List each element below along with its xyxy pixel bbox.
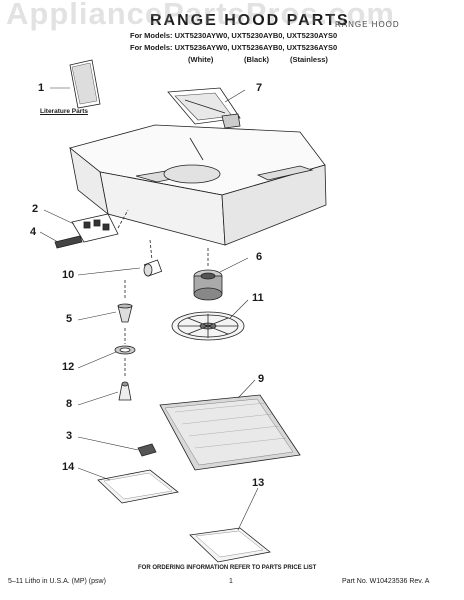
- callout-1: 1: [38, 82, 45, 94]
- damper-bracket: [167, 87, 241, 161]
- filter-clip: [137, 443, 157, 457]
- light-socket: [143, 239, 163, 277]
- variant-white: (White): [188, 55, 214, 64]
- hood-body: [69, 124, 327, 246]
- callout-8: 8: [66, 398, 73, 410]
- ring: [114, 328, 136, 355]
- callout-12: 12: [62, 361, 75, 373]
- ordering-note: FOR ORDERING INFORMATION REFER TO PARTS …: [138, 565, 317, 571]
- bulb: [118, 358, 132, 401]
- blower-motor: [193, 248, 223, 301]
- footer-litho: 5–11 Litho in U.S.A. (MP) (psw): [8, 578, 106, 585]
- models-line-1: For Models: UXT5230AYW0, UXT5230AYB0, UX…: [130, 31, 338, 40]
- callout-3: 3: [66, 430, 73, 442]
- literature-parts-label: Literature Parts: [40, 108, 89, 115]
- section-label: RANGE HOOD: [335, 20, 400, 29]
- callout-13: 13: [252, 477, 265, 489]
- page-title: RANGE HOOD PARTS: [150, 12, 350, 29]
- callout-11: 11: [252, 292, 264, 304]
- callout-7: 7: [256, 82, 263, 94]
- tray-14: [97, 469, 179, 504]
- models-line-2: For Models: UXT5236AYW0, UXT5236AYB0, UX…: [130, 43, 338, 52]
- variant-black: (Black): [244, 55, 270, 64]
- grease-filter: [159, 394, 301, 471]
- control-board: [71, 209, 129, 243]
- callout-10: 10: [62, 269, 75, 281]
- tray-13: [189, 527, 271, 563]
- callout-2: 2: [32, 203, 39, 215]
- variant-stainless: (Stainless): [290, 55, 328, 64]
- fan-blade: [171, 311, 245, 341]
- callout-4: 4: [30, 226, 37, 238]
- footer-part-no: Part No. W10423536 Rev. A: [342, 578, 430, 585]
- callout-14: 14: [62, 461, 75, 473]
- footer-page: 1: [229, 578, 233, 585]
- literature-booklet: [69, 59, 101, 109]
- leader-lines: [39, 87, 259, 531]
- lamp-holder: [117, 280, 133, 323]
- callout-5: 5: [66, 313, 73, 325]
- callout-9: 9: [258, 373, 265, 385]
- button-strip: [54, 235, 83, 249]
- callout-6: 6: [256, 251, 263, 263]
